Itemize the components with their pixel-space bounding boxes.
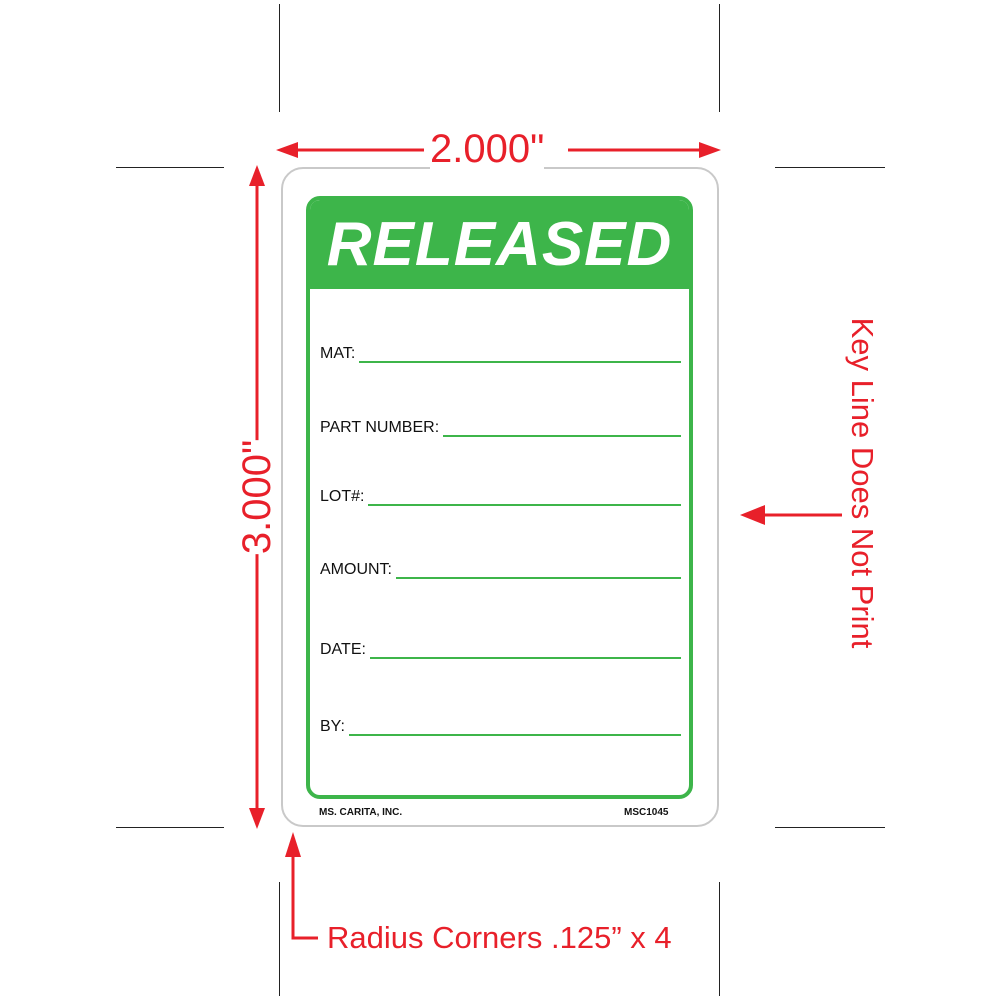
crop-mark-bottom-right bbox=[719, 882, 720, 996]
crop-mark-right-top bbox=[775, 167, 885, 168]
field-line-part-number bbox=[443, 435, 681, 437]
width-arrow-left bbox=[276, 142, 298, 158]
height-dimension-label: 3.000" bbox=[234, 439, 280, 555]
product-code: MSC1045 bbox=[624, 807, 669, 818]
width-arrow-right bbox=[699, 142, 721, 158]
keyline-note: Key Line Does Not Print bbox=[845, 317, 880, 649]
field-part-number: PART NUMBER: bbox=[320, 419, 681, 437]
height-arrow-bottom bbox=[249, 808, 265, 829]
field-label-by: BY: bbox=[320, 718, 345, 735]
field-label-lot: LOT#: bbox=[320, 488, 365, 505]
field-line-mat bbox=[359, 361, 681, 363]
label-header: RELEASED bbox=[310, 200, 689, 289]
crop-mark-right-bottom bbox=[775, 827, 885, 828]
label-title: RELEASED bbox=[326, 210, 673, 279]
keyline-arrow-head bbox=[740, 505, 765, 525]
field-mat: MAT: bbox=[320, 345, 681, 363]
field-lot: LOT#: bbox=[320, 488, 681, 506]
field-line-by bbox=[348, 734, 681, 736]
field-by: BY: bbox=[320, 718, 681, 736]
crop-mark-top-left bbox=[279, 4, 280, 112]
field-label-amount: AMOUNT: bbox=[320, 561, 392, 578]
field-line-lot bbox=[368, 504, 681, 506]
corner-arrow-head bbox=[285, 832, 301, 857]
field-amount: AMOUNT: bbox=[320, 561, 681, 579]
width-dimension-label: 2.000" bbox=[430, 126, 545, 172]
crop-mark-left-bottom bbox=[116, 827, 224, 828]
field-line-date bbox=[369, 657, 681, 659]
company-name: MS. CARITA, INC. bbox=[319, 807, 403, 818]
crop-mark-top-right bbox=[719, 4, 720, 112]
field-label-mat: MAT: bbox=[320, 345, 356, 362]
field-label-part-number: PART NUMBER: bbox=[320, 419, 440, 436]
label-frame: RELEASED MAT: PART NUMBER: LOT#: AMOUNT:… bbox=[306, 196, 693, 799]
field-line-amount bbox=[396, 577, 681, 579]
corner-note: Radius Corners .125” x 4 bbox=[327, 920, 672, 955]
corner-arrow-shaft bbox=[291, 855, 318, 940]
field-label-date: DATE: bbox=[320, 641, 366, 658]
field-date: DATE: bbox=[320, 641, 681, 659]
crop-mark-left-top bbox=[116, 167, 224, 168]
crop-mark-bottom-left bbox=[279, 882, 280, 996]
height-arrow-top bbox=[249, 165, 265, 186]
